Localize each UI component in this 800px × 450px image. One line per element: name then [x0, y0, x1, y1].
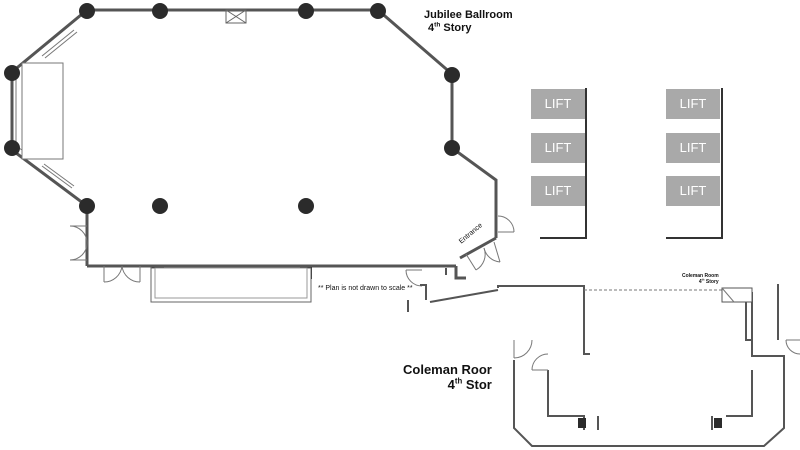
lift-left-1: LIFT: [531, 89, 585, 119]
round-columns: [4, 3, 460, 214]
lift-walls: [540, 88, 723, 239]
column: [298, 198, 314, 214]
jubilee-ballroom-walls: [10, 8, 498, 280]
jubilee-floor: 4th Story: [428, 21, 472, 34]
doors: [69, 215, 515, 287]
coleman-room-title: Coleman Roor 4th Stor: [403, 362, 492, 392]
column: [444, 67, 460, 83]
column: [4, 140, 20, 156]
coleman-room-walls: [429, 284, 785, 447]
coleman-floor: 4th Stor: [447, 376, 492, 392]
stage: [21, 62, 64, 160]
column: [298, 3, 314, 19]
column: [370, 3, 386, 19]
lift-right-1: LIFT: [666, 89, 720, 119]
jubilee-name: Jubilee Ballroom: [424, 9, 513, 21]
lift-left-3: LIFT: [531, 176, 585, 206]
column: [152, 198, 168, 214]
coleman-doors: [513, 339, 800, 371]
column: [4, 65, 20, 81]
lift-right-3: LIFT: [666, 176, 720, 206]
not-to-scale-note: ** Plan is not drawn to scale **: [318, 285, 413, 292]
column: [79, 198, 95, 214]
coleman-small-fixture: [721, 287, 753, 303]
wall-stubs: [407, 268, 447, 312]
lift-left-2: LIFT: [531, 133, 585, 163]
platform: [150, 267, 312, 303]
lift-right-2: LIFT: [666, 133, 720, 163]
column: [152, 3, 168, 19]
coleman-columns: [578, 418, 722, 428]
column: [444, 140, 460, 156]
column: [79, 3, 95, 19]
ceiling-fixture: [225, 9, 247, 24]
jubilee-ballroom-title: Jubilee Ballroom 4th Story: [424, 9, 513, 35]
coleman-room-small-label: Coleman Room 4th Story: [682, 273, 719, 285]
coleman-name: Coleman Roor: [403, 362, 492, 377]
